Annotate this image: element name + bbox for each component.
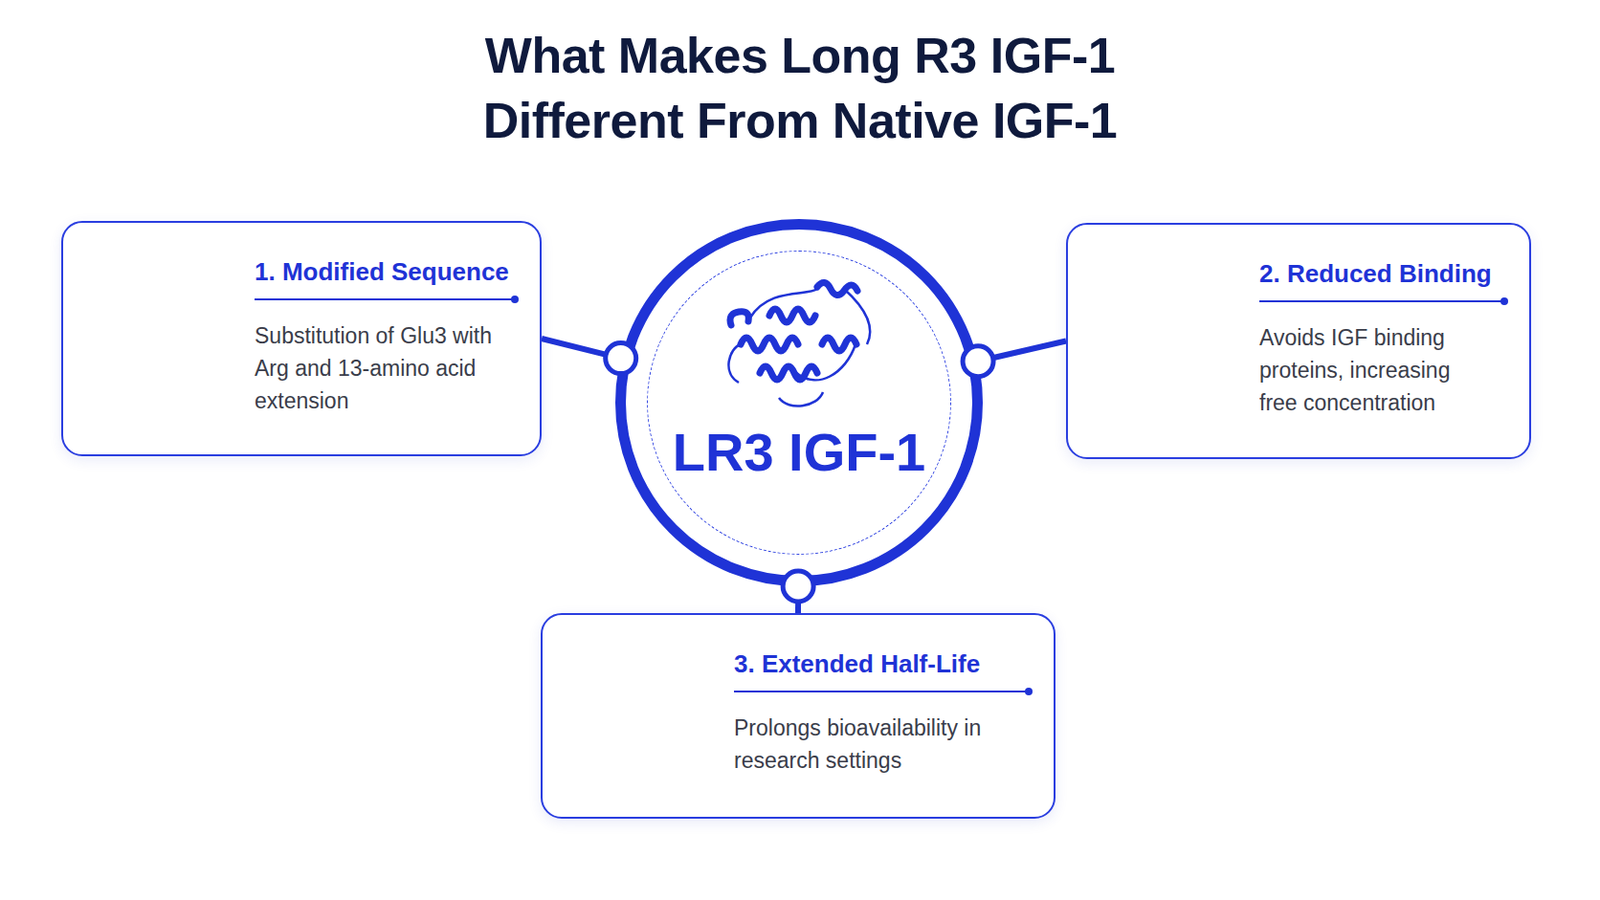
rule-dot xyxy=(1024,688,1033,696)
card-body: Prolongs bioavailability in research set… xyxy=(733,711,1012,778)
card-heading-rule: 1. Modified Sequence xyxy=(254,257,515,301)
rule-dot xyxy=(1500,297,1509,306)
card-heading: 2. Reduced Binding xyxy=(1259,259,1492,289)
card-body: Substitution of Glu3 with Arg and 13-ami… xyxy=(254,319,506,418)
connector-line xyxy=(541,338,622,359)
card-body: Avoids IGF binding proteins, increasing … xyxy=(1259,321,1482,420)
dashed-ring xyxy=(646,250,952,556)
feature-card: 2. Reduced BindingAvoids IGF binding pro… xyxy=(1066,222,1532,460)
connector-line xyxy=(795,586,801,614)
feature-card: 1. Modified SequenceSubstitution of Glu3… xyxy=(61,221,542,457)
card-heading: 3. Extended Half-Life xyxy=(733,649,980,679)
card-heading-rule: 2. Reduced Binding xyxy=(1259,259,1505,303)
card-heading-rule: 3. Extended Half-Life xyxy=(733,649,1029,693)
center-circle: LR3 IGF-1 xyxy=(615,219,983,587)
connector-line xyxy=(977,341,1067,362)
feature-card: 3. Extended Half-LifeProlongs bioavailab… xyxy=(540,613,1056,820)
center-label: LR3 IGF-1 xyxy=(625,421,973,484)
rule-dot xyxy=(511,295,519,304)
title-block: What Makes Long R3 IGF-1 Different From … xyxy=(321,22,1279,154)
card-heading: 1. Modified Sequence xyxy=(254,257,510,287)
protein-illustration xyxy=(625,229,973,577)
title-text: What Makes Long R3 IGF-1 Different From … xyxy=(417,22,1183,154)
